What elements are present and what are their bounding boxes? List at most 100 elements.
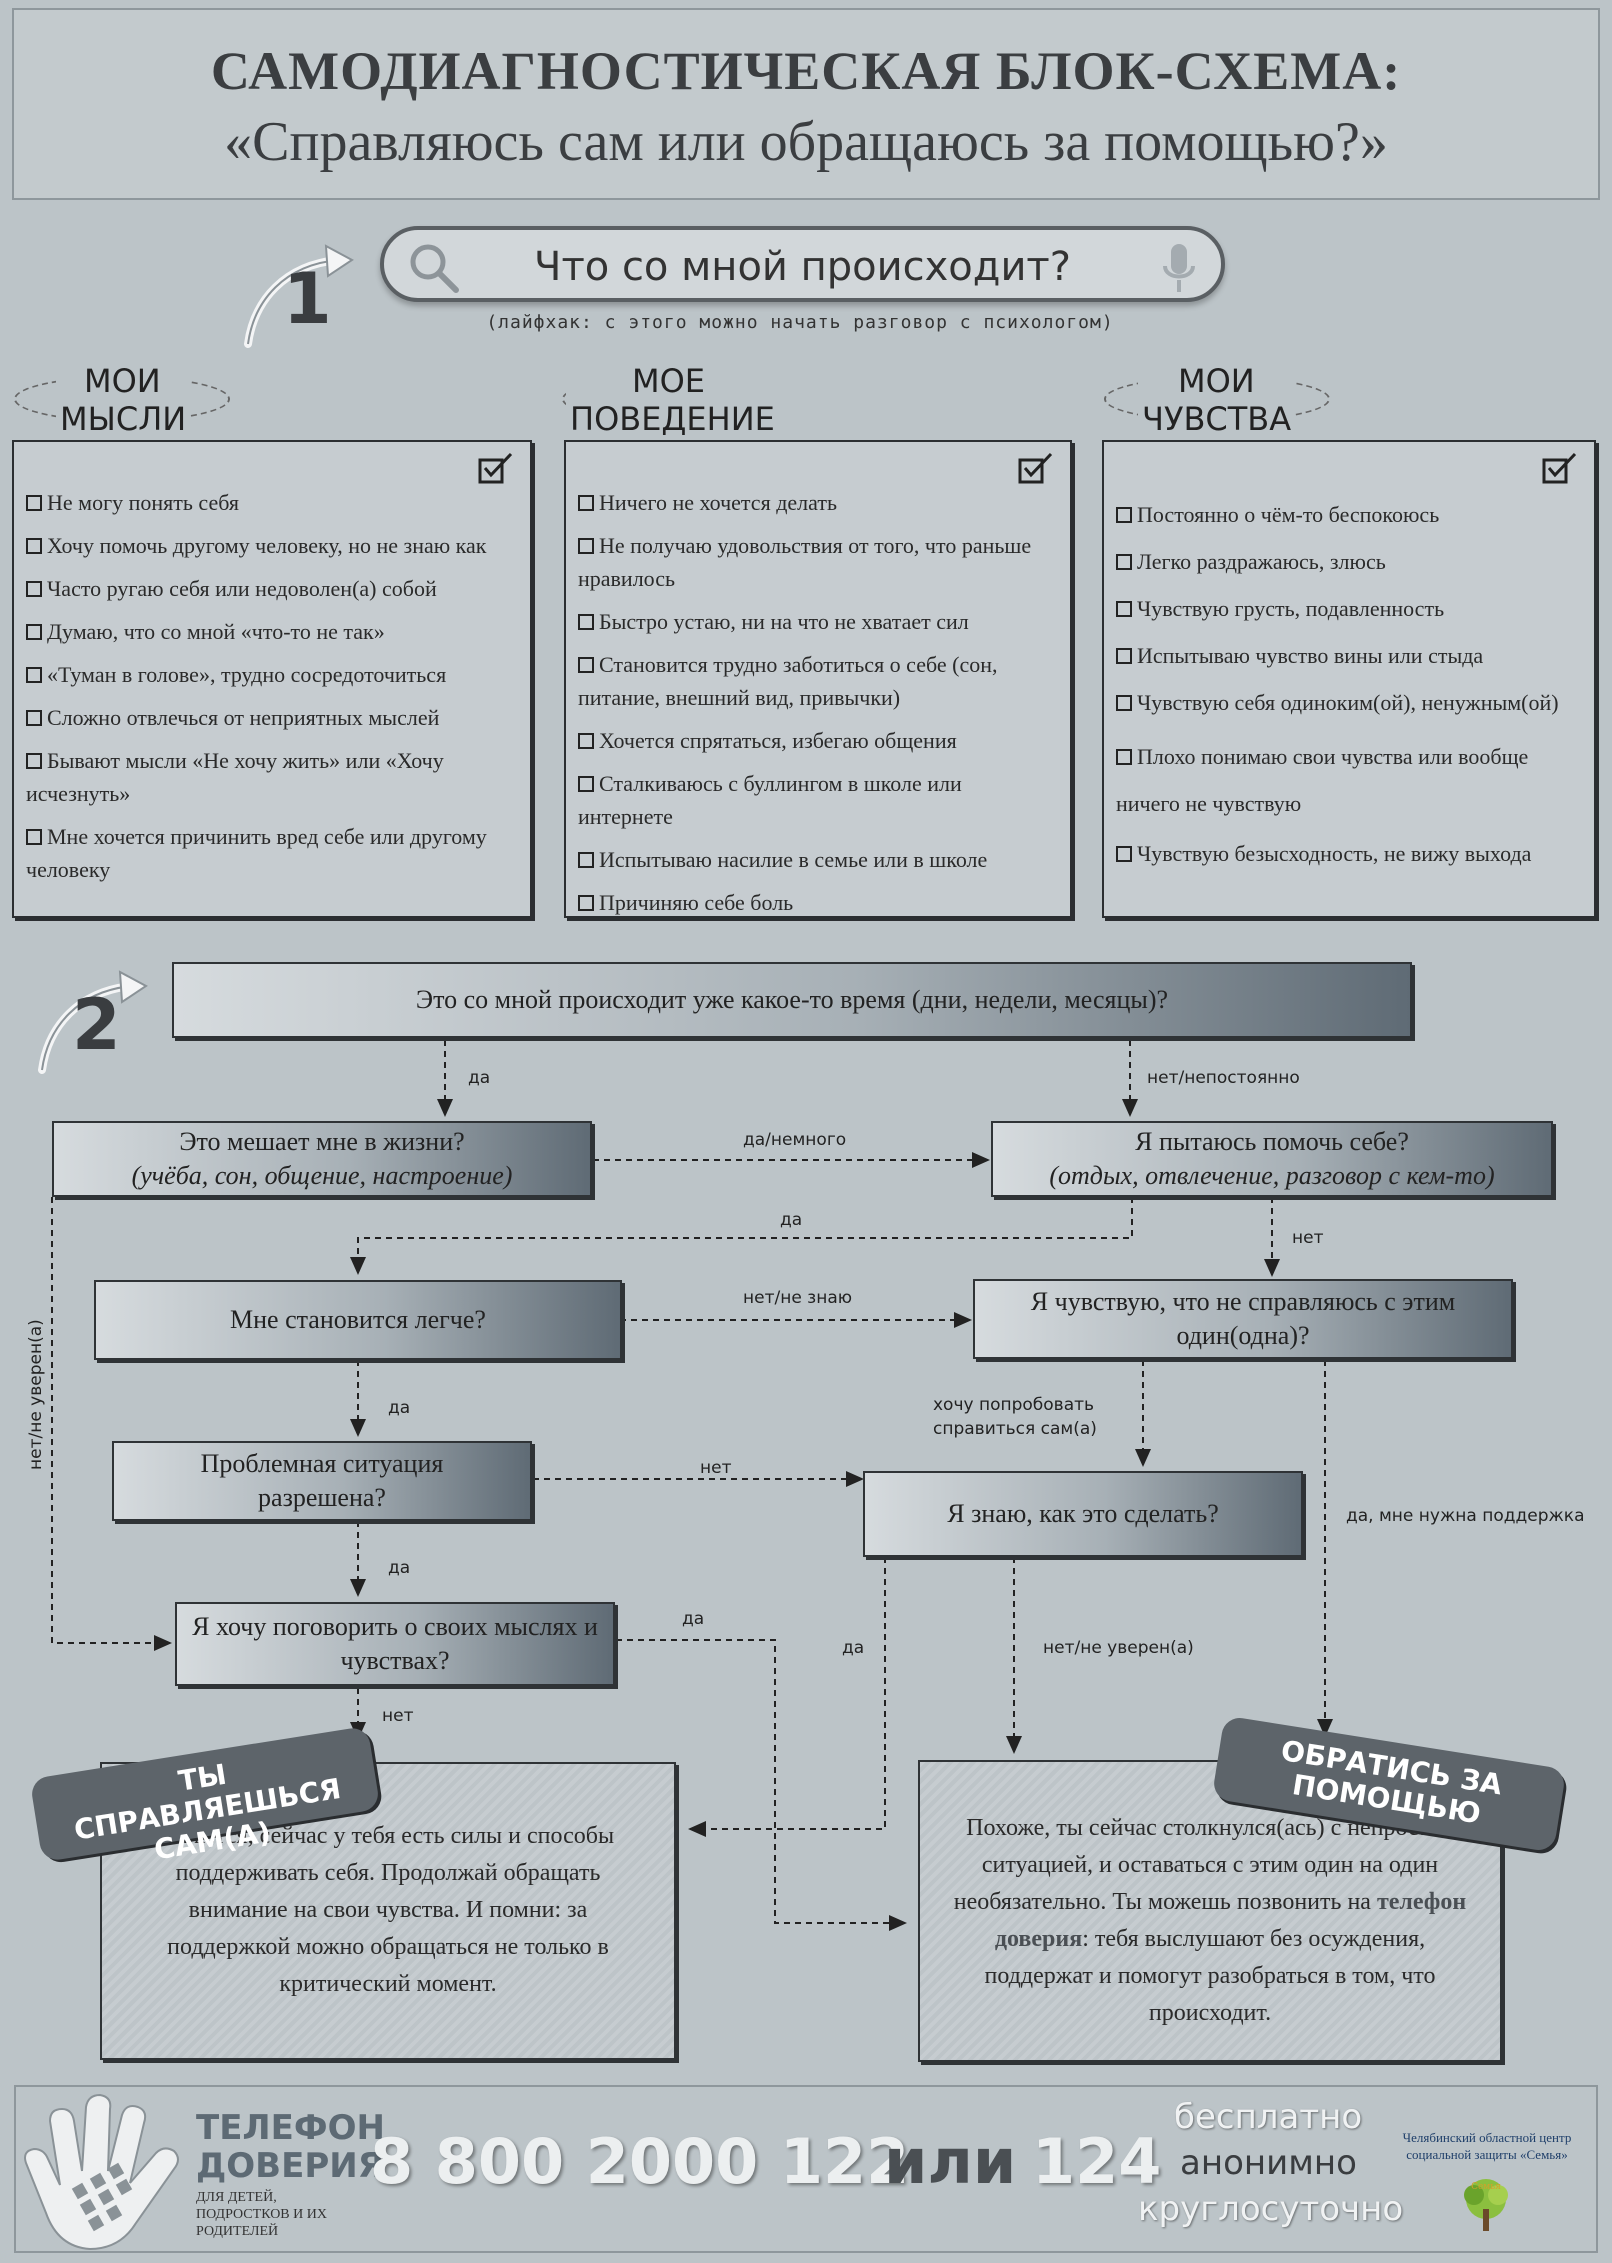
checkbox-icon[interactable] [1116,601,1132,617]
feelings-panel: Постоянно о чём-то беспокоюсь Легко разд… [1102,440,1596,918]
helpline-link[interactable]: телефон доверия [994,1889,1467,1952]
search-icon [410,244,459,293]
edge-help-yes [350,1197,1133,1275]
checkbox-icon[interactable] [578,895,594,911]
step2-number: 2 [72,984,121,1066]
behavior-title: МОЕ ПОВЕДЕНИЕ [566,362,779,438]
checkbox-icon[interactable] [578,733,594,749]
label-talk-no: нет [382,1706,414,1726]
list-item[interactable]: Плохо понимаю свои чувства или вообще ни… [1116,744,1529,816]
node-talk: Я хочу поговорить о своих мыслях и чувст… [175,1602,615,1686]
checkbox-icon[interactable] [26,495,42,511]
feature-anon: анонимно [1180,2143,1357,2183]
label-talk-yes: да [682,1609,705,1629]
list-item[interactable]: Думаю, что со мной «что-то не так» [26,615,520,648]
feelings-title-line1: МОИ [1178,362,1255,400]
behavior-title-line2: ПОВЕДЕНИЕ [570,400,775,438]
label-know-no: нет/не уверен(а) [1043,1638,1194,1658]
feature-free: бесплатно [1174,2097,1363,2137]
list-item[interactable]: Бывают мысли «Не хочу жить» или «Хочу ис… [26,748,444,806]
list-item[interactable]: Ничего не хочется делать [578,486,1060,519]
checkbox-icon[interactable] [1116,846,1132,862]
label-help-yes: да [780,1210,803,1230]
checkbox-icon[interactable] [26,710,42,726]
label-easier-no: нет/не знаю [743,1288,853,1308]
brand-line2: ДОВЕРИЯ [196,2146,384,2186]
list-item[interactable]: Постоянно о чём-то беспокоюсь [1116,498,1584,531]
label-time-yes: да [468,1068,491,1088]
checkbox-icon[interactable] [26,624,42,640]
hint-text: (лайфхак: с этого можно начать разговор … [486,312,1114,333]
list-item[interactable]: Не получаю удовольствия от того, что ран… [578,533,1032,591]
node-solved: Проблемная ситуация разрешена? [112,1441,532,1521]
brand-line1: ТЕЛЕФОН [196,2108,385,2148]
label-life-no: нет/не уверен(а) [26,1319,46,1470]
phone-or: или [884,2125,1017,2198]
family-tree-logo-icon: Семья [1464,2179,1508,2231]
list-item[interactable]: Причиняю себе боль [578,886,1060,919]
list-item[interactable]: Легко раздражаюсь, злюсь [1116,545,1584,578]
phone-short[interactable]: 124 [1032,2125,1162,2198]
list-item[interactable]: Мне хочется причинить вред себе или друг… [26,824,487,882]
list-item[interactable]: Не могу понять себя [26,486,520,519]
label-easier-yes: да [388,1398,411,1418]
checkbox-icon[interactable] [26,538,42,554]
edge-life-no [51,1197,172,1651]
page-subtitle: «Справляюсь сам или обращаюсь за помощью… [224,111,1388,173]
phone-number[interactable]: 8 800 2000 122 [370,2125,910,2198]
list-item[interactable]: Хочу помочь другому человеку, но не знаю… [26,529,520,562]
checkbox-icon[interactable] [26,829,42,845]
list-item[interactable]: Часто ругаю себя или недоволен(а) собой [26,572,520,605]
helpline-brand: ТЕЛЕФОН ДОВЕРИЯ ДЛЯ ДЕТЕЙ, ПОДРОСТКОВ И … [196,2109,385,2240]
node-life: Это мешает мне в жизни? (учёба, сон, общ… [52,1121,592,1197]
checkbox-icon[interactable] [578,657,594,673]
checkbox-icon[interactable] [26,753,42,769]
node-easier: Мне становится легче? [94,1280,622,1360]
list-item[interactable]: Испытываю чувство вины или стыда [1116,639,1584,672]
list-item[interactable]: Чувствую безысходность, не вижу выхода [1116,837,1584,870]
step2-arrow-icon [38,970,148,1074]
edge-know-yes [688,1557,886,1837]
checked-box-icon [1018,452,1053,484]
label-cope-try: хочу попробовать справиться сам(а) [933,1395,1097,1439]
list-item[interactable]: Быстро устаю, ни на что не хватает сил [578,605,1060,638]
label-help-no: нет [1292,1228,1324,1248]
list-item[interactable]: Чувствую грусть, подавленность [1116,592,1584,625]
page-title: САМОДИАГНОСТИЧЕСКАЯ БЛОК-СХЕМА: [210,41,1402,101]
checkbox-icon[interactable] [1116,507,1132,523]
checkbox-icon[interactable] [26,581,42,597]
feature-round: круглосуточно [1138,2189,1404,2229]
checked-box-icon [1542,452,1577,484]
node-know: Я знаю, как это сделать? [863,1471,1303,1557]
microphone-icon [1163,244,1195,292]
outcome-help: Похоже, ты сейчас столкнулся(ась) с непр… [918,1760,1502,2062]
checkbox-icon[interactable] [1116,695,1132,711]
checkbox-icon[interactable] [578,495,594,511]
checkbox-icon[interactable] [1116,648,1132,664]
thoughts-title: МОИ МЫСЛИ [56,362,191,438]
node-cope: Я чувствую, что не справляюсь с этим оди… [973,1279,1513,1359]
feelings-title: МОИ ЧУВСТВА [1138,362,1296,438]
list-item[interactable]: Чувствую себя одиноким(ой), ненужным(ой) [1116,686,1584,719]
node-help: Я пытаюсь помочь себе? (отдых, отвлечени… [991,1121,1553,1197]
search-bar: Что со мной происходит? [380,226,1225,302]
checkbox-icon[interactable] [26,667,42,683]
list-item[interactable]: Становится трудно заботиться о себе (сон… [578,652,998,710]
list-item[interactable]: Хочется спрятаться, избегаю общения [578,724,1060,757]
checkbox-icon[interactable] [578,776,594,792]
checkbox-icon[interactable] [1116,554,1132,570]
checked-box-icon [478,452,513,484]
behavior-panel: Ничего не хочется делать Не получаю удов… [564,440,1072,918]
label-solved-no: нет [700,1458,732,1478]
list-item[interactable]: Сложно отвлечься от неприятных мыслей [26,701,520,734]
title-box: САМОДИАГНОСТИЧЕСКАЯ БЛОК-СХЕМА: «Справля… [12,8,1600,200]
list-item[interactable]: Испытываю насилие в семье или в школе [578,843,1060,876]
checkbox-icon[interactable] [578,538,594,554]
checkbox-icon[interactable] [1116,749,1132,765]
label-solved-yes: да [388,1558,411,1578]
list-item[interactable]: «Туман в голове», трудно сосредоточиться [26,658,520,691]
list-item[interactable]: Сталкиваюсь с буллингом в школе или инте… [578,771,962,829]
brand-sub: ДЛЯ ДЕТЕЙ, ПОДРОСТКОВ И ИХ РОДИТЕЛЕЙ [196,2190,327,2239]
checkbox-icon[interactable] [578,852,594,868]
checkbox-icon[interactable] [578,614,594,630]
